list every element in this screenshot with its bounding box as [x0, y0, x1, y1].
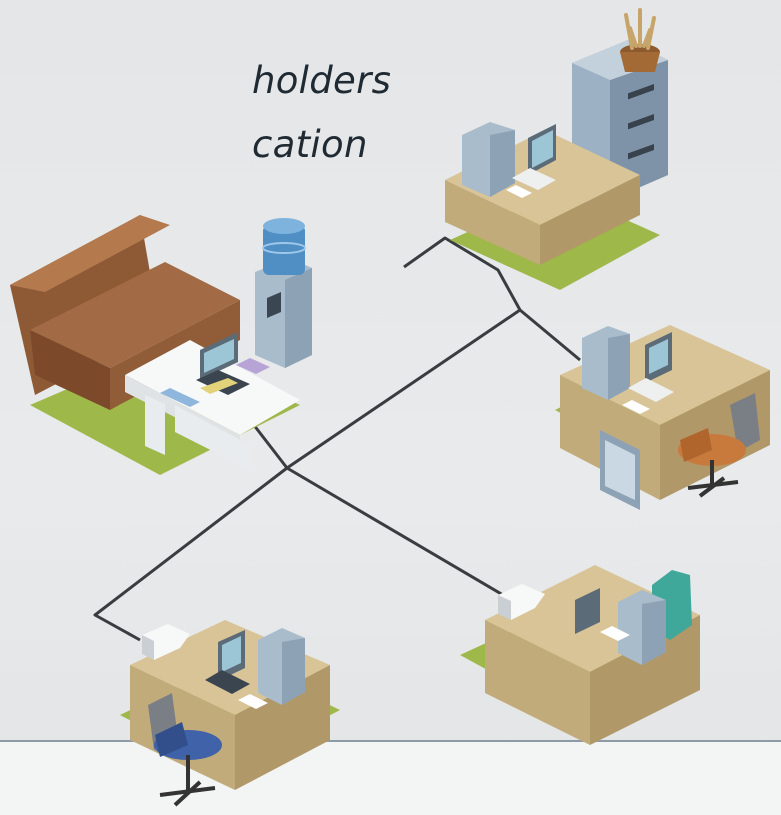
network-cables — [93, 236, 581, 642]
cable-top-desk — [403, 236, 581, 362]
cable-center-to-bottom-right — [286, 466, 521, 607]
cable-bottom-left — [93, 466, 288, 642]
desk-with-teal-chair-icon — [460, 565, 700, 745]
heading-line-2: cation — [252, 123, 368, 166]
desk-with-blue-chair-icon — [120, 620, 340, 807]
footer-band — [0, 740, 781, 815]
heading-line-1: holders — [252, 59, 392, 102]
lounge-with-sofa-and-water-cooler-icon — [10, 215, 312, 475]
desk-with-plant-and-cabinet-icon — [445, 8, 668, 290]
desk-with-orange-chair-icon — [555, 325, 770, 510]
